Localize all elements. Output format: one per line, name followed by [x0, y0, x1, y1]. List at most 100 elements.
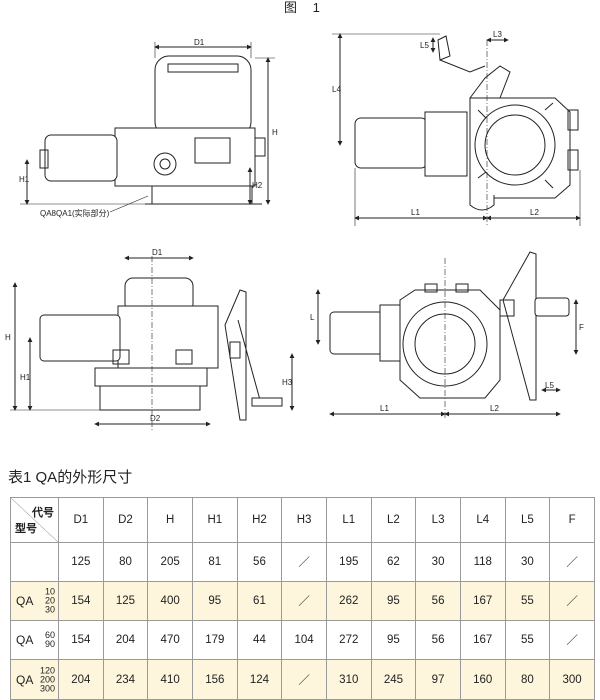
- figure-title: 图 1: [284, 0, 326, 15]
- view-bottom-right: [315, 251, 579, 420]
- table-cell: 272: [325, 620, 372, 660]
- table-cell: 204: [102, 620, 149, 660]
- label-d1-top: D1: [194, 38, 205, 47]
- table-cell: 55: [504, 581, 551, 621]
- table-cell: 154: [58, 620, 104, 660]
- label-d1-bottom: D1: [152, 248, 163, 257]
- column-header: D2: [102, 497, 149, 543]
- model-number: 60: [44, 630, 55, 640]
- table-cell: 104: [281, 620, 327, 660]
- table-cell: 61: [236, 581, 283, 621]
- table-cell: 205: [147, 542, 193, 582]
- model-prefix: QA: [16, 672, 34, 687]
- table-cell: 470: [147, 620, 193, 660]
- table-cell: 95: [370, 581, 417, 621]
- table-cell: 125: [102, 581, 149, 621]
- label-h-top: H: [272, 128, 278, 137]
- table-cell: 234: [102, 659, 149, 700]
- label-l2-bottom: L2: [490, 404, 499, 413]
- label-l5-top: L5: [420, 41, 429, 50]
- table-cell: 81: [191, 542, 238, 582]
- table-cell: 56: [236, 542, 283, 582]
- table-corner-cell: 代号 型号: [10, 497, 59, 543]
- table-caption-suffix: 的外形尺寸: [57, 469, 133, 486]
- column-header: H2: [236, 497, 283, 543]
- column-header: H3: [281, 497, 327, 543]
- model-number: 10: [44, 586, 55, 597]
- table-cell: 179: [191, 620, 238, 660]
- table-cell: 55: [504, 620, 551, 660]
- table-cell: ／: [281, 659, 327, 700]
- table-cell: 56: [415, 581, 461, 621]
- table-cell: 167: [459, 620, 506, 660]
- label-l5-bottom: L5: [545, 381, 554, 390]
- table-cell: 204: [58, 659, 104, 700]
- table-cell: 97: [415, 659, 461, 700]
- table-caption-code: QA: [35, 469, 58, 486]
- table-cell: 400: [147, 581, 193, 621]
- label-l1-top: L1: [411, 208, 420, 217]
- table-cell: ／: [549, 620, 595, 660]
- column-header: L1: [325, 497, 372, 543]
- table-row: 125 80 205 81 56 ／ 195 62 30 118 30 ／: [10, 542, 595, 582]
- column-header: H: [147, 497, 193, 543]
- model-numbers: 120 200 300: [40, 666, 55, 693]
- table-caption-prefix: 表1: [8, 469, 32, 486]
- table-cell: 44: [236, 620, 283, 660]
- model-numbers: 60 90: [45, 631, 55, 649]
- corner-model-label: 型号: [15, 523, 37, 535]
- model-number: 20: [44, 595, 55, 606]
- table-cell: 300: [549, 659, 595, 700]
- table-cell: ／: [549, 581, 595, 621]
- table-cell: 80: [102, 542, 149, 582]
- label-l4: L4: [332, 85, 341, 94]
- table-row: QA 10 20 30 154 125 400 95 61 ／ 262 95 5…: [10, 581, 595, 621]
- column-header: L5: [504, 497, 551, 543]
- model-prefix: QA: [16, 633, 34, 647]
- table-cell: 125: [58, 542, 104, 582]
- label-h1-bottom: H1: [20, 373, 31, 382]
- model-numbers: 10 20 30: [44, 586, 55, 615]
- model-prefix: QA: [16, 594, 34, 608]
- table-cell: 262: [325, 581, 372, 621]
- drawing-note: QA8QA1(实际部分): [40, 208, 110, 218]
- dimensions-table: 代号 型号 D1 D2 H H1 H2 H3 L1 L2 L3 L4 L5 F …: [10, 497, 595, 700]
- table-cell: 30: [415, 542, 461, 582]
- table-caption: 表1 QA的外形尺寸: [8, 466, 132, 487]
- label-d2: D2: [150, 414, 161, 423]
- table-cell: 95: [370, 620, 417, 660]
- table-cell: 118: [459, 542, 506, 582]
- label-l3-top: L3: [493, 30, 502, 39]
- table-cell: 95: [191, 581, 238, 621]
- table-cell: 310: [325, 659, 372, 700]
- label-l1-bottom: L1: [380, 404, 389, 413]
- model-cell: QA 120 200 300: [10, 659, 59, 700]
- table-cell: ／: [281, 542, 327, 582]
- table-cell: 167: [459, 581, 506, 621]
- column-header: L2: [370, 497, 417, 543]
- model-number: 200: [39, 674, 55, 684]
- corner-code-label: 代号: [32, 507, 54, 519]
- label-h3: H3: [282, 378, 293, 387]
- table-row: QA 60 90 154 204 470 179 44 104 272 95 5…: [10, 620, 595, 660]
- table-cell: 124: [236, 659, 283, 700]
- technical-drawing: D1 H H2 H1 QA8QA1(实际部分) L4 L1 L2 L3 L5 D…: [5, 30, 584, 430]
- label-l: L: [310, 313, 315, 322]
- label-h-bottom: H: [5, 333, 11, 342]
- model-number: 30: [44, 604, 55, 615]
- table-header-row: 代号 型号 D1 D2 H H1 H2 H3 L1 L2 L3 L4 L5 F: [10, 497, 595, 543]
- model-cell: QA 10 20 30: [10, 581, 59, 621]
- model-cell: QA 60 90: [10, 620, 59, 660]
- table-cell: 80: [504, 659, 551, 700]
- column-header: H1: [191, 497, 238, 543]
- view-bottom-left: [10, 255, 295, 430]
- table-cell: 154: [58, 581, 104, 621]
- column-header: L3: [415, 497, 461, 543]
- column-header: D1: [58, 497, 104, 543]
- column-header: F: [549, 497, 595, 543]
- table-cell: 160: [459, 659, 506, 700]
- table-cell: 195: [325, 542, 372, 582]
- table-cell: 30: [504, 542, 551, 582]
- model-number: 90: [44, 639, 55, 649]
- model-number: 300: [39, 683, 55, 693]
